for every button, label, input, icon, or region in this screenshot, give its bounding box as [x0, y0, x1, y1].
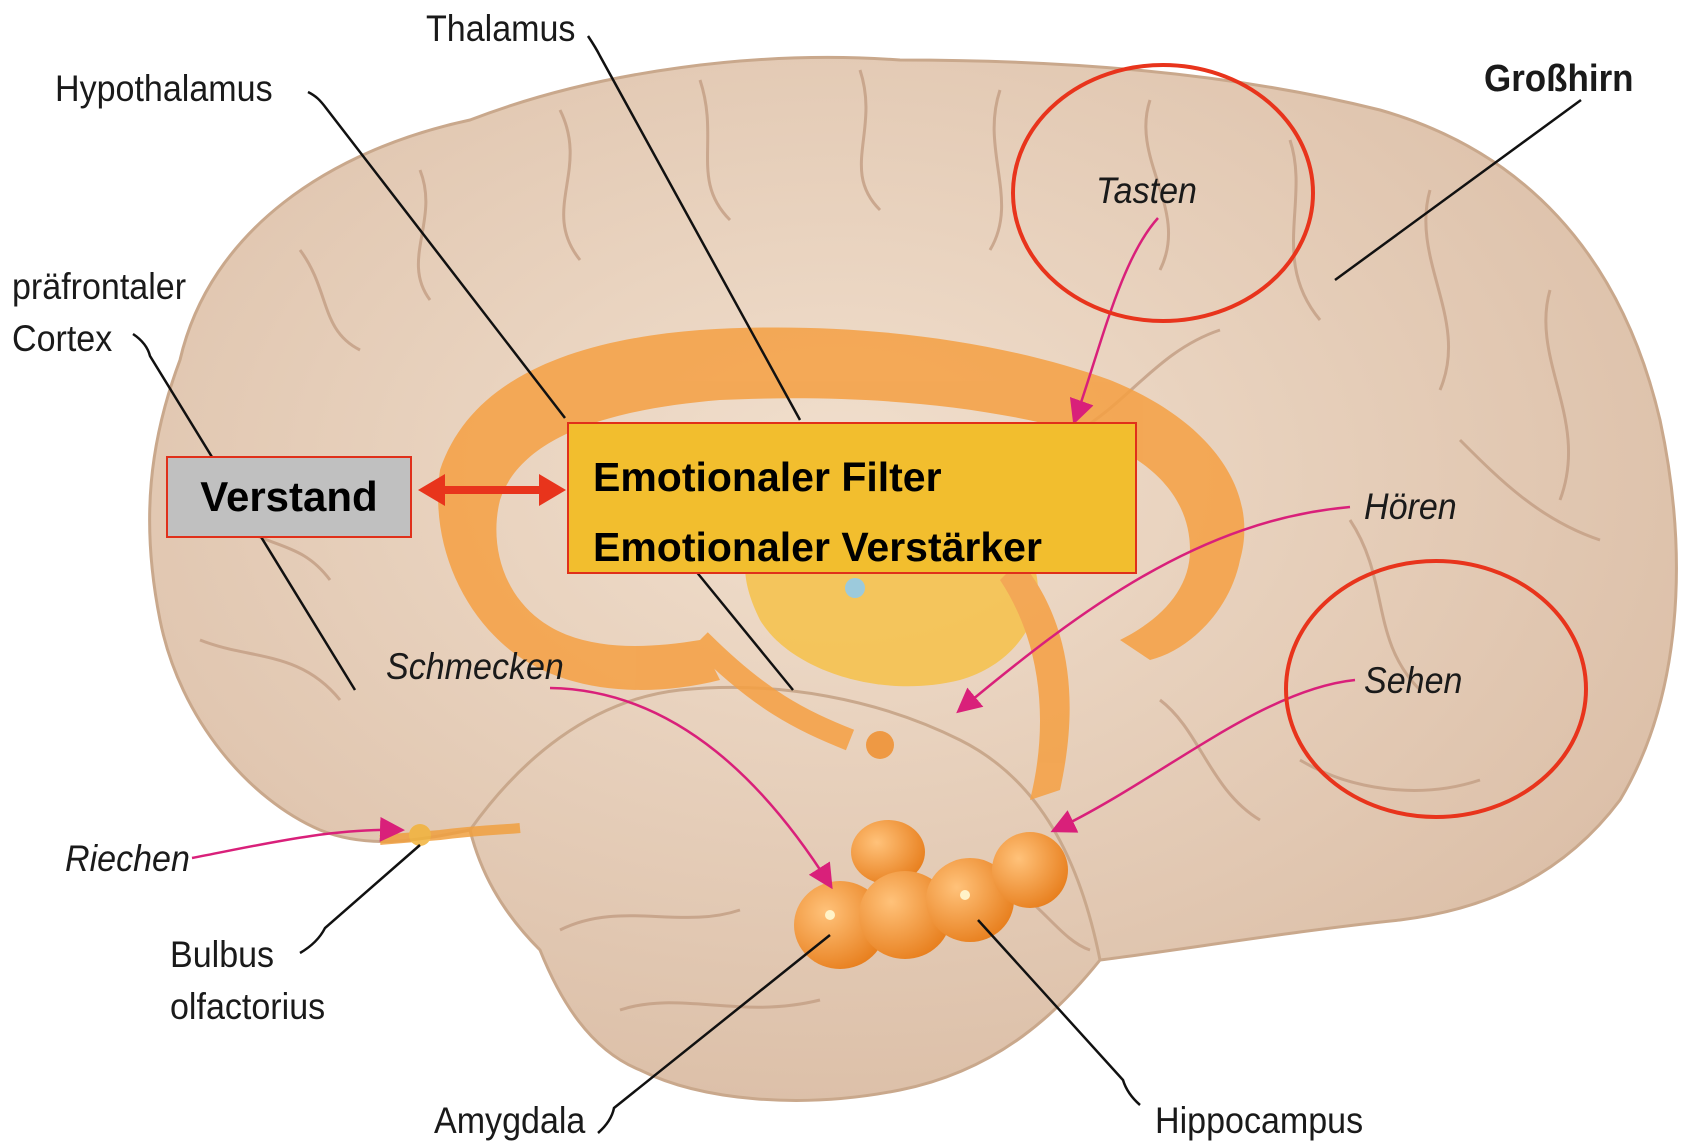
label-riechen: Riechen — [65, 838, 190, 881]
verstand-box: Verstand — [166, 456, 412, 538]
label-prefrontal-line2: Cortex — [12, 318, 112, 361]
filter-line2: Emotionaler Verstärker — [593, 512, 1135, 582]
label-hoeren: Hören — [1364, 486, 1457, 529]
verstand-label: Verstand — [200, 473, 377, 521]
label-hippocampus: Hippocampus — [1155, 1100, 1363, 1143]
label-prefrontal-line1: präfrontaler — [12, 266, 186, 309]
filter-line1: Emotionaler Filter — [593, 442, 1135, 512]
label-schmecken: Schmecken — [386, 646, 564, 689]
label-thalamus: Thalamus — [426, 8, 575, 51]
label-hypothalamus: Hypothalamus — [55, 68, 273, 111]
label-amygdala: Amygdala — [434, 1100, 585, 1143]
label-sehen: Sehen — [1364, 660, 1462, 703]
emotional-filter-box: Emotionaler Filter Emotionaler Verstärke… — [567, 422, 1137, 574]
label-grosshirn: Großhirn — [1484, 58, 1634, 102]
label-tasten: Tasten — [1096, 170, 1197, 213]
label-bulbus-line1: Bulbus — [170, 934, 274, 977]
label-bulbus-line2: olfactorius — [170, 986, 325, 1029]
